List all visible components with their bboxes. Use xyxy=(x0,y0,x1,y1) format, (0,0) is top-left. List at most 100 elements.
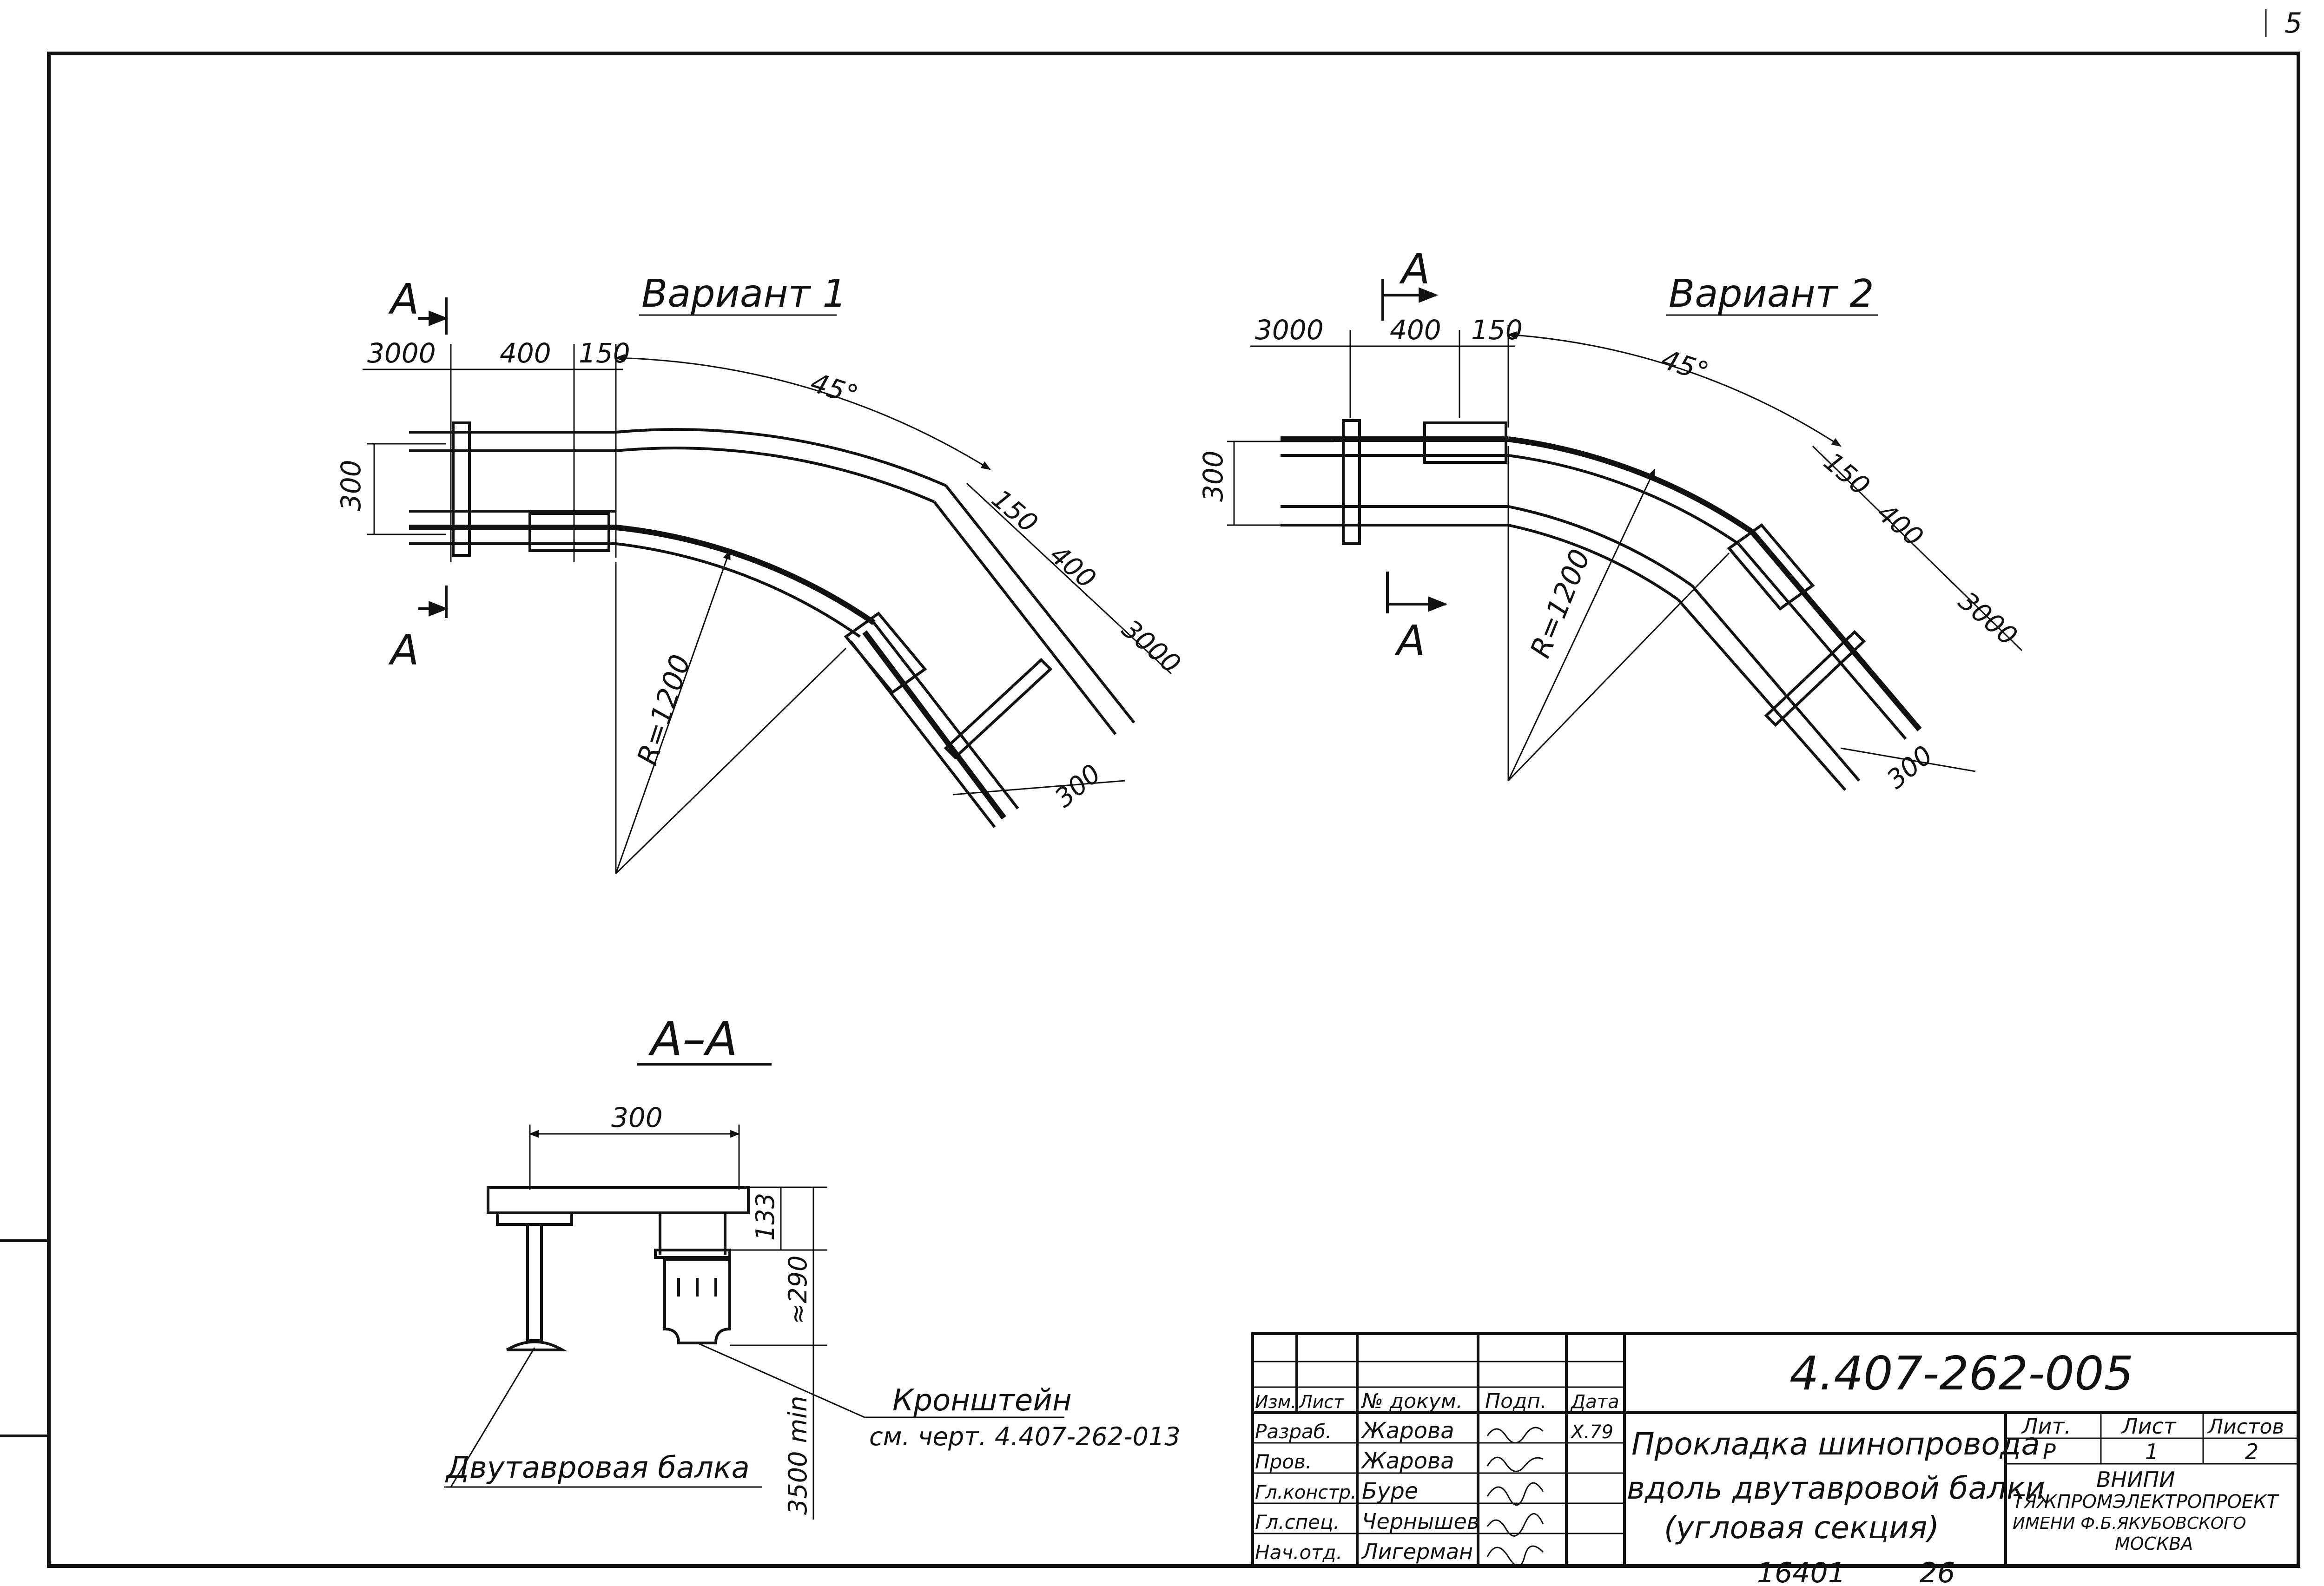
beam-bottom-flange xyxy=(506,1340,568,1351)
tb-stage-lit: Р xyxy=(2043,1439,2056,1464)
variant1-dim-radius: R=1200 xyxy=(631,651,697,769)
sheet-frame xyxy=(47,52,2300,1568)
label-bracket-ref: см. черт. 4.407-262-013 xyxy=(869,1422,1181,1451)
variant1-section-mark-bottom: А xyxy=(388,626,419,675)
variant1-arc-dim xyxy=(614,354,991,470)
variant2-diag-rail-1 xyxy=(1737,543,1907,740)
tb-header-list: Лист xyxy=(1298,1392,1345,1412)
tb-row5-name: Лигерман xyxy=(1361,1539,1473,1564)
leader-beam xyxy=(450,1347,535,1487)
variant2-dim-radius: R=1200 xyxy=(1524,545,1597,663)
variant1-dim-diag-joint: 400 xyxy=(1044,540,1102,595)
tb-org-line-3: ИМЕНИ Ф.Б.ЯКУБОВСКОГО xyxy=(2013,1514,2246,1533)
tb-row1-name: Жарова xyxy=(1360,1418,1454,1444)
variant2-radius-line xyxy=(1507,468,1656,781)
title-block-frame xyxy=(1251,1332,2300,1567)
signature-5 xyxy=(1486,1545,1544,1567)
tb-row5-role: Нач.отд. xyxy=(1255,1541,1342,1564)
tb-row3-name: Буре xyxy=(1362,1478,1418,1504)
signature-2 xyxy=(1486,1456,1544,1472)
variant1-diag-width-dim xyxy=(952,780,1125,796)
tb-header-izm: Изм. xyxy=(1255,1392,1296,1412)
variant2-arc-4 xyxy=(1508,524,1679,601)
signature-1 xyxy=(1486,1427,1544,1444)
tb-row2-name: Жарова xyxy=(1360,1448,1454,1474)
variant2-dim-width: 300 xyxy=(1197,450,1229,502)
title-block: Изм. Лист № докум. Подп. Дата Разраб. Жа… xyxy=(1251,1332,2300,1567)
variant1-arc-inner xyxy=(615,542,861,638)
section-dim-133: 133 xyxy=(751,1193,780,1241)
bottom-mark-left: 16401 xyxy=(1757,1557,1846,1586)
tb-stage-listov: 2 xyxy=(2245,1439,2258,1464)
section-plate xyxy=(487,1186,750,1214)
variant1-clamp-1 xyxy=(452,421,471,557)
leader-bracket xyxy=(697,1342,865,1418)
variant2-dim-diag-joint: 400 xyxy=(1871,498,1929,553)
tb-stage-list: 1 xyxy=(2145,1439,2159,1464)
variant2-dim-diag-width: 300 xyxy=(1881,740,1939,795)
variant2-diag-dim-line xyxy=(1812,445,2023,652)
variant2-diag-rail-3 xyxy=(1677,599,1847,791)
variant1-title: Вариант 1 xyxy=(641,272,847,316)
variant2-diag-rail-2 xyxy=(1690,585,1861,782)
variant2-section-mark-bottom: А xyxy=(1394,617,1426,665)
variant1-diag-rail-2 xyxy=(933,501,1117,735)
variant1-dim-straight: 3000 xyxy=(367,337,436,369)
variant2-joint-box-2 xyxy=(1727,523,1815,611)
variant1-diag-rail-3 xyxy=(872,622,1019,809)
tb-stage-header-list: Лист xyxy=(2121,1414,2177,1439)
variant2-title: Вариант 2 xyxy=(1669,272,1874,316)
tb-stage-header-listov: Листов xyxy=(2207,1415,2284,1439)
variant2-diag-width-dim xyxy=(1840,747,1976,772)
variant2-drawing: Вариант 2 А А 3000 400 150 300 xyxy=(1197,245,2023,795)
section-dim-width: 300 xyxy=(611,1102,663,1133)
variant1-joint-box-1 xyxy=(528,512,610,552)
variant1-section-mark-top: А xyxy=(388,275,419,324)
variant1-radius-line-2 xyxy=(615,647,847,875)
variant1-arc-busbar xyxy=(615,525,876,625)
signature-3 xyxy=(1486,1482,1544,1506)
tb-title-line-1: Прокладка шинопровода xyxy=(1631,1426,2040,1462)
variant1-diag-busbar xyxy=(862,630,1006,820)
variant1-drawing: Вариант 1 А А 3000 400 150 300 xyxy=(335,272,1186,875)
variant1-dim-joint: 400 xyxy=(500,337,551,369)
variant2-arc-3 xyxy=(1508,505,1693,587)
variant2-diag-busbar xyxy=(1750,530,1922,731)
variant1-dim-width: 300 xyxy=(335,460,367,511)
busbar-profile xyxy=(663,1258,731,1344)
variant2-dim-diag-offset: 150 xyxy=(1818,447,1875,502)
variant2-dim-straight: 3000 xyxy=(1255,314,1324,346)
tb-org-line-1: ВНИПИ xyxy=(2096,1467,2175,1492)
tb-org-line-4: МОСКВА xyxy=(2115,1533,2193,1554)
variant1-dim-arc: 45° xyxy=(807,367,862,411)
variant1-arc-outer-2 xyxy=(615,447,935,503)
tb-row4-name: Чернышев xyxy=(1362,1509,1479,1534)
variant2-clamp-2 xyxy=(1764,630,1866,727)
variant1-dim-diag-offset: 150 xyxy=(986,484,1043,539)
variant2-dim-offset: 150 xyxy=(1471,314,1523,346)
corner-mark: 5 xyxy=(2284,7,2302,39)
tb-title-line-2: вдоль двутавровой балки xyxy=(1627,1470,2045,1506)
tb-row1-date: X.79 xyxy=(1570,1421,1613,1443)
tb-title-line-3: (угловая секция) xyxy=(1664,1510,1939,1546)
beam-web xyxy=(526,1223,543,1342)
tb-row2-role: Пров. xyxy=(1255,1450,1312,1473)
tb-doc-number: 4.407-262-005 xyxy=(1789,1346,2133,1401)
variant2-dim-joint: 400 xyxy=(1390,314,1441,346)
variant2-joint-box-1 xyxy=(1423,421,1507,464)
beam-top-flange xyxy=(496,1211,573,1226)
tb-stage-header-lit: Лит. xyxy=(2021,1414,2071,1439)
tb-org-line-2: ТЯЖПРОМЭЛЕКТРОПРОЕКТ xyxy=(2013,1491,2280,1513)
variant2-section-mark-top: А xyxy=(1399,245,1430,294)
tb-row4-role: Гл.спец. xyxy=(1255,1511,1340,1533)
variant2-arc-dim xyxy=(1507,331,1842,447)
signature-4 xyxy=(1486,1513,1544,1537)
variant1-diag-rail-1 xyxy=(944,485,1136,724)
variant2-dim-arc: 45° xyxy=(1657,343,1713,388)
bottom-mark-right: 26 xyxy=(1920,1557,1955,1586)
tb-row1-role: Разраб. xyxy=(1255,1420,1332,1443)
section-dim-min: 3500 min xyxy=(783,1396,812,1515)
variant1-clamp-2 xyxy=(944,658,1053,760)
section-dim-290: ≈290 xyxy=(783,1256,812,1324)
